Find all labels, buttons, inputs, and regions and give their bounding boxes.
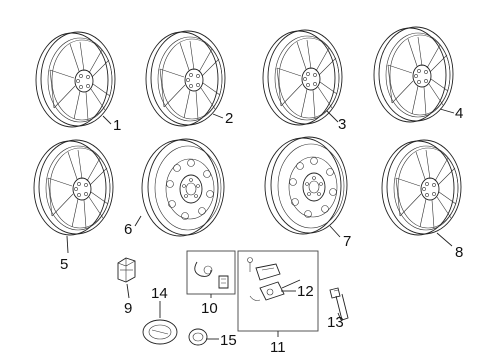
label-15: 15 (220, 332, 237, 349)
label-7: 7 (343, 233, 351, 250)
steel-wheel-6 (141, 138, 225, 237)
wheel-2 (145, 30, 226, 127)
wheel-5 (33, 139, 114, 236)
label-13: 13 (327, 314, 344, 331)
label-2: 2 (225, 110, 233, 127)
label-10: 10 (201, 300, 218, 317)
wheel-8 (381, 139, 462, 236)
center-cap (142, 319, 178, 345)
wheel-4 (373, 26, 454, 123)
label-4: 4 (455, 105, 463, 122)
leader-lines (66, 108, 455, 340)
label-9: 9 (124, 300, 132, 317)
valve-stem-kit (186, 250, 236, 295)
label-6: 6 (124, 221, 132, 238)
label-1: 1 (113, 117, 121, 134)
wheel-1 (35, 31, 116, 128)
label-14: 14 (151, 285, 168, 302)
label-5: 5 (60, 256, 68, 273)
label-11: 11 (270, 339, 286, 356)
wheel-3 (262, 29, 343, 126)
lug-nut (117, 257, 136, 283)
label-8: 8 (455, 244, 463, 261)
label-3: 3 (338, 116, 346, 133)
valve-stem (329, 287, 349, 321)
small-cap (188, 328, 208, 346)
label-12: 12 (297, 283, 314, 300)
steel-wheel-7 (264, 136, 348, 235)
